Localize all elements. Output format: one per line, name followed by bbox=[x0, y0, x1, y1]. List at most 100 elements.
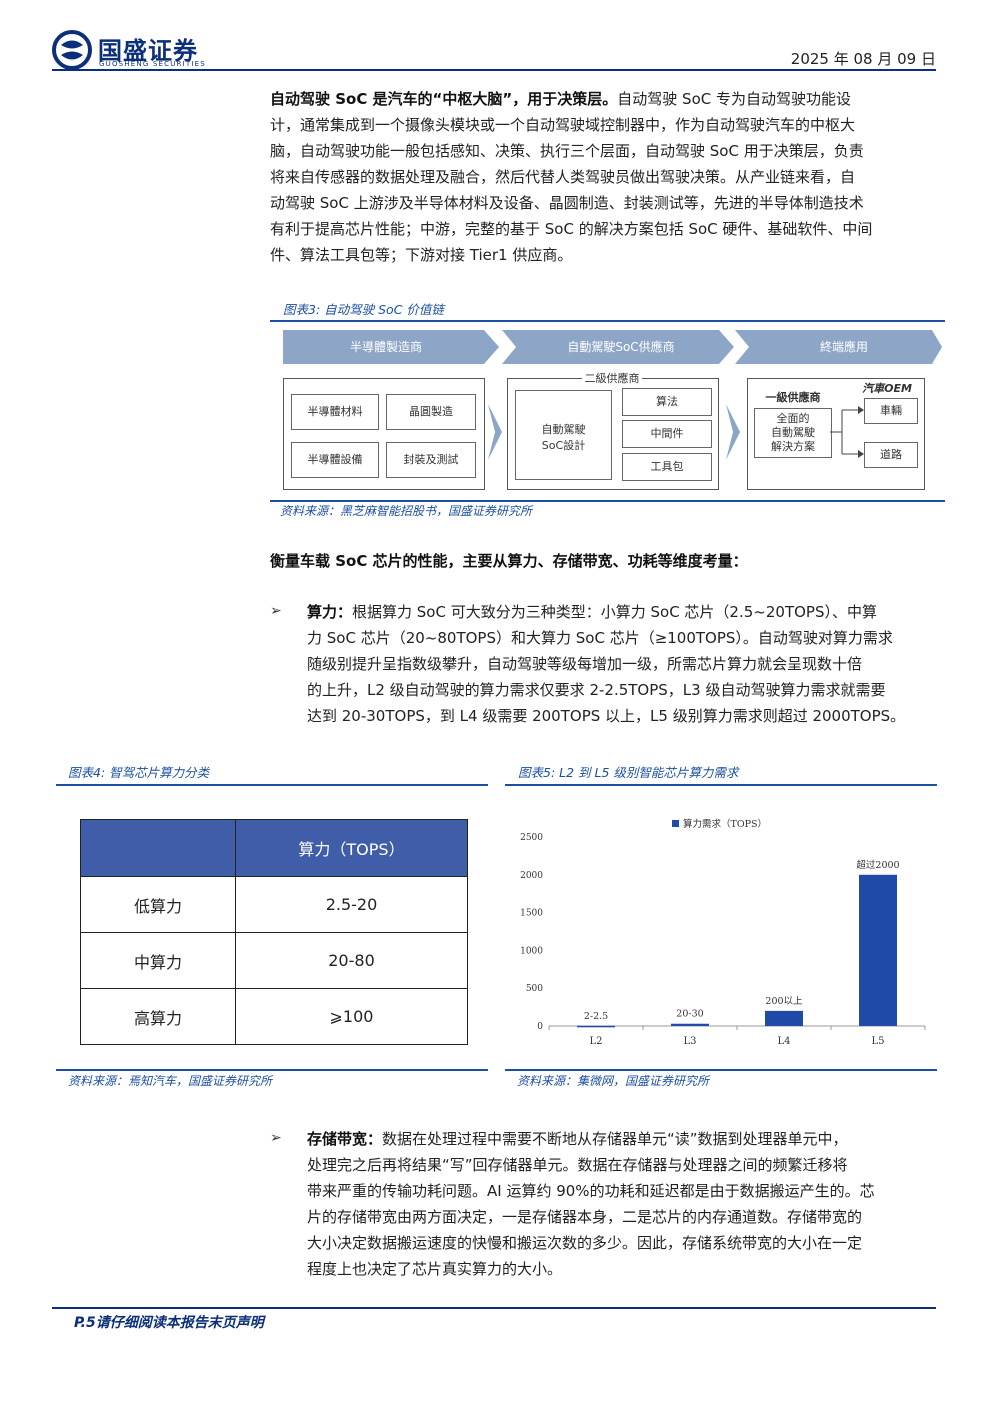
company-name-en: GUOSHENG SECURITIES bbox=[99, 60, 206, 68]
semiconductor-materials-cell: 半導體材料 bbox=[291, 394, 379, 430]
compute-classification-table: 算力（TOPS） 低算力 2.5-20 中算力 20-80 高算力 ⩾100 bbox=[80, 819, 468, 1045]
fig3-top-rule bbox=[270, 320, 945, 322]
packaging-testing-cell: 封裝及測試 bbox=[386, 442, 476, 478]
row-label: 中算力 bbox=[80, 932, 236, 989]
table-header-tops: 算力（TOPS） bbox=[235, 819, 468, 877]
soc-design-line-1: 自動駕駛 bbox=[541, 423, 586, 436]
y-tick-label: 0 bbox=[537, 1022, 543, 1032]
bandwidth-line-5: 大小决定数据搬运速度的快慢和搬运次数的多少。因此，存储系统带宽的大小在一定 bbox=[307, 1234, 863, 1252]
intro-line-2: 计，通常集成到一个摄像头模块或一个自动驾驶域控制器中，作为自动驾驶汽车的中枢大 bbox=[270, 116, 856, 134]
bar bbox=[765, 1010, 803, 1026]
y-tick-label: 1000 bbox=[520, 946, 543, 956]
intro-paragraph: 自动驾驶 SoC 是汽车的“中枢大脑”，用于决策层。自动驾驶 SoC 专为自动驾… bbox=[270, 86, 926, 268]
y-tick-label: 2000 bbox=[520, 871, 543, 881]
wafer-fab-cell: 晶圓製造 bbox=[386, 394, 476, 430]
connector-arrows bbox=[830, 406, 864, 458]
header-divider bbox=[52, 69, 936, 71]
y-tick-label: 1500 bbox=[520, 909, 543, 919]
full-solution-line-2: 自動駕駛 bbox=[771, 426, 815, 439]
fig4-caption: 图表4: 智驾芯片算力分类 bbox=[68, 765, 210, 780]
bandwidth-bullet-icon: ➢ bbox=[270, 1130, 282, 1146]
row-label: 高算力 bbox=[80, 988, 236, 1045]
intro-line-1-text: 自动驾驶 SoC 专为自动驾驶功能设 bbox=[617, 90, 851, 108]
vehicle-cell: 車輛 bbox=[864, 398, 918, 424]
row-value: ⩾100 bbox=[235, 988, 468, 1045]
compute-paragraph: 算力：根据算力 SoC 可大致分为三种类型：小算力 SoC 芯片（2.5~20T… bbox=[307, 599, 929, 729]
compute-line-4: 的上升，L2 级自动驾驶的算力需求仅要求 2-2.5TOPS，L3 级自动驾驶算… bbox=[307, 681, 886, 699]
chevron-right-icon bbox=[726, 404, 740, 460]
intro-line-1: 自动驾驶 SoC 是汽车的“中枢大脑”，用于决策层。自动驾驶 SoC 专为自动驾… bbox=[270, 86, 926, 112]
band-label-soc-supplier: 自動駕駛SoC供應商 bbox=[567, 340, 675, 354]
section-heading: 衡量车载 SoC 芯片的性能，主要从算力、存储带宽、功耗等维度考量： bbox=[270, 552, 748, 570]
data-label: 20-30 bbox=[676, 1009, 703, 1020]
fig5-caption: 图表5: L2 到 L5 级别智能芯片算力需求 bbox=[518, 765, 739, 780]
oem-title: 汽車OEM bbox=[862, 382, 912, 395]
y-tick-label: 2500 bbox=[520, 833, 543, 843]
bar bbox=[859, 874, 897, 1026]
compute-line-2: 力 SoC 芯片（20~80TOPS）和大算力 SoC 芯片（≥100TOPS）… bbox=[307, 629, 893, 647]
algorithm-cell: 算法 bbox=[622, 388, 712, 416]
data-label: 2-2.5 bbox=[584, 1011, 608, 1022]
report-date: 2025 年 08 月 09 日 bbox=[790, 50, 936, 68]
band-label-semiconductor: 半導體製造商 bbox=[349, 340, 422, 354]
x-tick-label: L5 bbox=[871, 1036, 884, 1047]
company-name: 国盛证券 bbox=[98, 37, 198, 65]
company-logo-icon bbox=[52, 30, 92, 70]
bar bbox=[577, 1025, 615, 1028]
legend-label: 算力需求（TOPS） bbox=[683, 818, 767, 830]
fig5-bottom-rule bbox=[505, 1069, 937, 1071]
table-header-row: 算力（TOPS） bbox=[80, 819, 468, 877]
band-arrow-semiconductor bbox=[283, 330, 499, 364]
x-tick-label: L3 bbox=[683, 1036, 696, 1047]
row-value: 20-80 bbox=[235, 932, 468, 989]
fig3-bottom-rule bbox=[270, 500, 945, 502]
compute-bullet-icon: ➢ bbox=[270, 603, 282, 619]
compute-title: 算力： bbox=[307, 603, 353, 621]
fig4-top-rule bbox=[56, 784, 488, 786]
bandwidth-title: 存储带宽： bbox=[307, 1130, 383, 1148]
footer-divider bbox=[52, 1307, 936, 1309]
legend-swatch bbox=[672, 820, 679, 827]
bandwidth-line-2: 处理完之后再将结果“写”回存储器单元。数据在存储器与处理器之间的频繁迁移将 bbox=[307, 1156, 848, 1174]
band-arrow-soc-supplier bbox=[502, 330, 734, 364]
table-header-empty bbox=[80, 819, 236, 877]
bandwidth-line-3: 带来严重的传输功耗问题。AI 运算约 90%的功耗和延迟都是由于数据搬运产生的。… bbox=[307, 1182, 875, 1200]
value-chain-diagram: 半導體製造商 自動駕駛SoC供應商 終端應用 半導體材料 晶圓製造 半導體設備 … bbox=[270, 322, 945, 498]
fig3-source: 资料来源：黑芝麻智能招股书，国盛证券研究所 bbox=[280, 504, 533, 518]
bandwidth-paragraph: 存储带宽：数据在处理过程中需要不断地从存储器单元“读”数据到处理器单元中， 处理… bbox=[307, 1126, 929, 1282]
band-label-end-use: 終端應用 bbox=[819, 340, 868, 354]
intro-line-6: 有利于提高芯片性能；中游，完整的基于 SoC 的解决方案包括 SoC 硬件、基础… bbox=[270, 220, 873, 238]
tier2-title: 二級供應商 bbox=[582, 370, 642, 386]
intro-line-3: 脑，自动驾驶功能一般包括感知、决策、执行三个层面，自动驾驶 SoC 用于决策层，… bbox=[270, 142, 864, 160]
chevron-right-icon bbox=[488, 404, 502, 460]
bandwidth-line-1-text: 数据在处理过程中需要不断地从存储器单元“读”数据到处理器单元中， bbox=[382, 1130, 848, 1148]
bandwidth-line-1: 存储带宽：数据在处理过程中需要不断地从存储器单元“读”数据到处理器单元中， bbox=[307, 1126, 929, 1152]
full-solution-cell: 全面的 自動駕駛 解決方案 bbox=[754, 408, 832, 458]
road-cell: 道路 bbox=[864, 442, 918, 468]
tops-demand-bar-chart: 05001000150020002500L22-2.5L320-30L4200以… bbox=[520, 818, 926, 1047]
compute-line-1-text: 根据算力 SoC 可大致分为三种类型：小算力 SoC 芯片（2.5~20TOPS… bbox=[352, 603, 877, 621]
band-arrow-end-use bbox=[735, 330, 942, 364]
intro-line-5: 动驾驶 SoC 上游涉及半导体材料及设备、晶圆制造、封装测试等，先进的半导体制造… bbox=[270, 194, 864, 212]
soc-design-line-2: SoC設計 bbox=[541, 439, 586, 452]
fig4-bottom-rule bbox=[56, 1069, 488, 1071]
fig5-top-rule bbox=[505, 784, 937, 786]
data-label: 超过2000 bbox=[856, 859, 899, 871]
bar bbox=[671, 1023, 709, 1026]
fig3-caption: 图表3: 自动驾驶 SoC 价值链 bbox=[283, 302, 444, 317]
intro-line-7: 件、算法工具包等；下游对接 Tier1 供应商。 bbox=[270, 246, 573, 264]
row-value: 2.5-20 bbox=[235, 876, 468, 933]
compute-line-5: 达到 20-30TOPS，到 L4 级需要 200TOPS 以上，L5 级别算力… bbox=[307, 707, 906, 725]
tier1-title: 一級供應商 bbox=[765, 391, 821, 404]
row-label: 低算力 bbox=[80, 876, 236, 933]
table-row: 高算力 ⩾100 bbox=[80, 988, 468, 1045]
band-arrows bbox=[283, 330, 942, 364]
compute-line-3: 随级别提升呈指数级攀升，自动驾驶等级每增加一级，所需芯片算力就会呈现数十倍 bbox=[307, 655, 863, 673]
intro-lead: 自动驾驶 SoC 是汽车的“中枢大脑”，用于决策层。 bbox=[270, 90, 618, 108]
y-tick-label: 500 bbox=[526, 984, 543, 994]
fig5-source: 资料来源：集微网，国盛证券研究所 bbox=[517, 1074, 710, 1088]
toolkit-cell: 工具包 bbox=[622, 453, 712, 481]
compute-line-1: 算力：根据算力 SoC 可大致分为三种类型：小算力 SoC 芯片（2.5~20T… bbox=[307, 599, 929, 625]
semiconductor-equipment-cell: 半導體設備 bbox=[291, 442, 379, 478]
footer-disclaimer: P.5请仔细阅读本报告末页声明 bbox=[74, 1315, 264, 1331]
